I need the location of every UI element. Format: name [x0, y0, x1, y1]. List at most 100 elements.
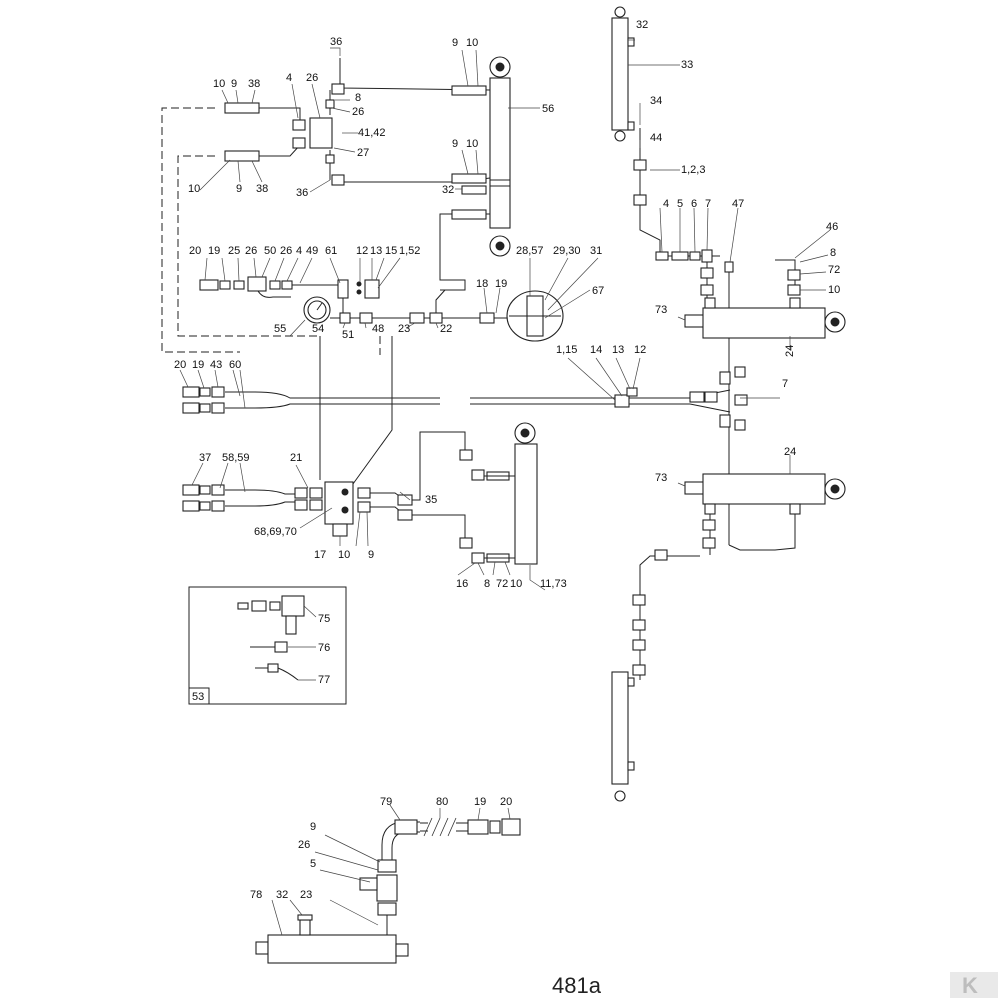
callout: 46 [826, 221, 838, 233]
callout: 12 [356, 245, 368, 257]
pressure-gauge-54 [303, 296, 331, 324]
callout: 9 [236, 183, 242, 195]
callout: 32 [276, 889, 288, 901]
dashed-frame [161, 107, 381, 355]
callout: 72 [828, 264, 840, 276]
callout: 4 [296, 245, 302, 257]
callout: 10 [466, 37, 478, 49]
callout: 50 [264, 245, 276, 257]
callout: 24 [784, 446, 796, 458]
callout: 7 [705, 198, 711, 210]
accumulator-28 [506, 290, 564, 342]
callout: 26 [306, 72, 318, 84]
callout: 18 [476, 278, 488, 290]
callout: 38 [256, 183, 268, 195]
callout: 19 [192, 359, 204, 371]
callout: 10 [188, 183, 200, 195]
callout: 29,30 [553, 245, 581, 257]
callout: 75 [318, 613, 330, 625]
callout: 22 [440, 323, 452, 335]
callout: 31 [590, 245, 602, 257]
fittings-row-20-61 [199, 276, 380, 315]
pressure-line-48 [330, 289, 520, 324]
callout: 68,69,70 [254, 526, 297, 538]
callout: 1,15 [556, 344, 577, 356]
callout-labels: 36 9 10 56 8 26 41,42 27 9 10 32 36 4 26… [174, 19, 840, 901]
callout: 8 [484, 578, 490, 590]
bottom-assembly [255, 817, 521, 964]
callout: 61 [325, 245, 337, 257]
callout: 8 [830, 247, 836, 259]
callout: 27 [357, 147, 369, 159]
callout: 36 [330, 36, 342, 48]
callout: 56 [542, 103, 554, 115]
callout: 13 [612, 344, 624, 356]
callout: 10 [510, 578, 522, 590]
callout: 55 [274, 323, 286, 335]
callout: 26 [245, 245, 257, 257]
callout: 6 [691, 198, 697, 210]
main-hoses-60 [182, 366, 748, 431]
callout: 78 [250, 889, 262, 901]
callout: 9 [452, 37, 458, 49]
callout: 60 [229, 359, 241, 371]
callout: 26 [298, 839, 310, 851]
callout: 26 [280, 245, 292, 257]
callout: 10 [466, 138, 478, 150]
callout: 20 [189, 245, 201, 257]
callout: 19 [495, 278, 507, 290]
callout: 17 [314, 549, 326, 561]
callout: 20 [174, 359, 186, 371]
callout: 32 [636, 19, 648, 31]
callout: 24 [784, 345, 796, 357]
callout: 77 [318, 674, 330, 686]
callout: 7 [782, 378, 788, 390]
callout: 9 [310, 821, 316, 833]
callout: 54 [312, 323, 324, 335]
callout: 44 [650, 132, 662, 144]
cylinder-24-lower [632, 473, 846, 680]
callout: 11,73 [540, 578, 567, 590]
callout: 16 [456, 578, 468, 590]
callout: 49 [306, 245, 318, 257]
brand-logo: K [950, 972, 998, 998]
callout: 1,2,3 [681, 164, 705, 176]
callout: 9 [368, 549, 374, 561]
callout: 13 [370, 245, 382, 257]
callout: 19 [474, 796, 486, 808]
callout: 10 [213, 78, 225, 90]
kit-box-53 [188, 586, 347, 705]
callout: 19 [208, 245, 220, 257]
callout: 51 [342, 329, 354, 341]
leader-lines [179, 39, 831, 936]
callout: 1,52 [399, 245, 420, 257]
callout: 37 [199, 452, 211, 464]
cylinder-33 [611, 6, 661, 256]
callout: 4 [663, 198, 669, 210]
cylinder-24-upper [684, 297, 846, 339]
drawing-number: 481a [552, 973, 602, 998]
callout: 43 [210, 359, 222, 371]
callout: 26 [352, 106, 364, 118]
control-valve-17 [324, 481, 406, 537]
callout: 10 [338, 549, 350, 561]
callout: 34 [650, 95, 662, 107]
callout: 67 [592, 285, 604, 297]
fitting-35 [397, 431, 466, 540]
callout: 32 [442, 184, 454, 196]
callout: 10 [828, 284, 840, 296]
cylinder-56 [489, 56, 511, 257]
callout: 76 [318, 642, 330, 654]
callout: 5 [677, 198, 683, 210]
callout: 14 [590, 344, 602, 356]
callout: 72 [496, 578, 508, 590]
callout: 9 [452, 138, 458, 150]
callout: 8 [355, 92, 361, 104]
cylinder-bottom-right [611, 671, 635, 802]
callout: 48 [372, 323, 384, 335]
callout: 58,59 [222, 452, 250, 464]
diagonal-lines [319, 336, 393, 496]
cylinder-11 [459, 422, 538, 565]
callout: 5 [310, 858, 316, 870]
